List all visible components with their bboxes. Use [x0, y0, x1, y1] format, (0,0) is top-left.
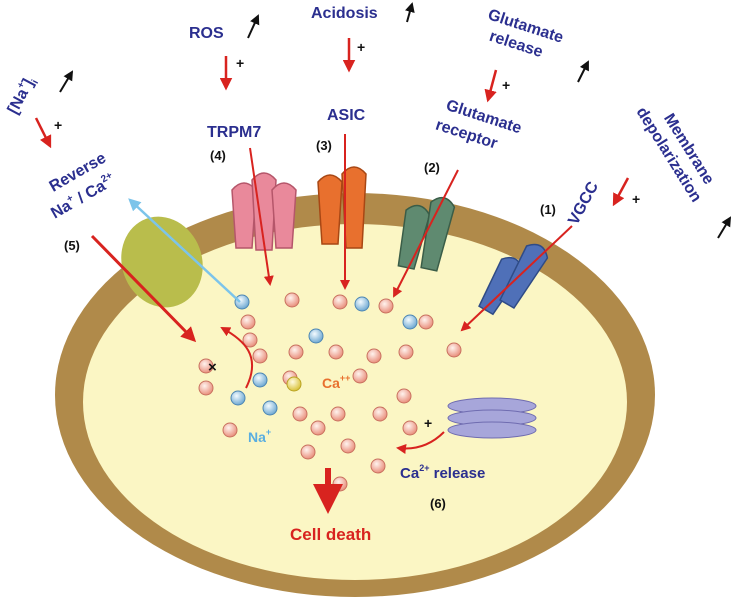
- exchange-curved-arrow: [220, 327, 254, 389]
- svg-text:VGCC: VGCC: [565, 179, 602, 228]
- membrane-down-arrow-icon: [612, 177, 630, 207]
- calcium-ion: [370, 458, 386, 474]
- reverse-exchanger-label: Reverse Na+ / Ca2+: [47, 150, 115, 223]
- ca-release-label: Ca2+ release: [400, 463, 485, 482]
- sodium-ion-label: Na+: [248, 427, 271, 445]
- calcium-ion: [352, 368, 368, 384]
- sodium-ion: [402, 314, 418, 330]
- intracellular-sodium-label: [Na+]i: [3, 73, 41, 119]
- calcium-ion: [284, 292, 300, 308]
- calcium-ion: [332, 294, 348, 310]
- asic-label: ASIC: [327, 107, 366, 124]
- sodium-ion: [354, 296, 370, 312]
- sodium-ion: [252, 372, 268, 388]
- calcium-ion: [330, 406, 346, 422]
- calcium-ion: [292, 406, 308, 422]
- sodium-down-arrow-icon: [34, 117, 52, 149]
- calcium-ion: [332, 476, 348, 492]
- pathway-number-3: (3): [316, 138, 332, 153]
- calcium-ion: [328, 344, 344, 360]
- acidosis-up-arrow-icon: [405, 2, 415, 23]
- glutamate-release-up-arrow-icon: [577, 60, 589, 83]
- calcium-ion: [446, 342, 462, 358]
- glutamate-receptor-label: Glutamate receptor: [433, 97, 523, 153]
- exchange-times-sign: ×: [208, 359, 217, 376]
- membrane-depolarization-label: Membrane depolarization: [633, 104, 717, 205]
- reverse-exchanger-influx-arrow: [90, 234, 197, 343]
- calcium-ion: [366, 348, 382, 364]
- ca-release-arrow: [396, 431, 445, 454]
- ros-plus-sign: +: [236, 55, 244, 71]
- vgcc-label: VGCC: [565, 179, 602, 228]
- membrane-up-arrow-icon: [717, 216, 732, 239]
- calcium-ion: [378, 298, 394, 314]
- ros-label: ROS: [189, 25, 224, 42]
- membrane-plus-sign: +: [632, 191, 640, 207]
- trpm7-influx-arrow: [249, 147, 274, 286]
- acidosis-label: Acidosis: [311, 5, 378, 22]
- endoplasmic-reticulum-stack: [447, 397, 537, 439]
- sodium-up-arrow-icon: [59, 70, 74, 93]
- sodium-ion: [230, 390, 246, 406]
- pathway-number-6: (6): [430, 496, 446, 511]
- pathway-number-5: (5): [64, 238, 80, 253]
- sodium-ion: [308, 328, 324, 344]
- calcium-ion: [396, 388, 412, 404]
- vgcc-influx-arrow: [460, 225, 573, 332]
- trpm7-label: TRPM7: [207, 124, 261, 141]
- pathway-number-4: (4): [210, 148, 226, 163]
- calcium-ion: [398, 344, 414, 360]
- sodium-ion: [234, 294, 250, 310]
- sodium-ion: [262, 400, 278, 416]
- cell-death-label: Cell death: [290, 525, 371, 544]
- ion: [286, 376, 302, 392]
- sodium-efflux-arrow: [128, 198, 241, 303]
- calcium-ion: [242, 332, 258, 348]
- acidosis-plus-sign: +: [357, 39, 365, 55]
- ca-release-plus-sign: +: [424, 415, 432, 431]
- ros-up-arrow-icon: [247, 14, 260, 39]
- calcium-ion: [340, 438, 356, 454]
- trpm7-channel: [231, 172, 297, 251]
- calcium-ion: [288, 344, 304, 360]
- calcium-ion: [240, 314, 256, 330]
- calcium-ion-label: Ca++: [322, 373, 350, 391]
- calcium-ion: [198, 358, 214, 374]
- glutamate-receptor-influx-arrow: [393, 169, 459, 298]
- calcium-ion: [222, 422, 238, 438]
- calcium-ion: [252, 348, 268, 364]
- calcium-ion: [418, 314, 434, 330]
- calcium-ion: [198, 380, 214, 396]
- svg-text:[Na+]i: [Na+]i: [3, 73, 41, 119]
- pathway-number-2: (2): [424, 160, 440, 175]
- calcium-ion: [402, 420, 418, 436]
- calcium-ion: [310, 420, 326, 436]
- calcium-ion: [372, 406, 388, 422]
- sodium-plus-sign: +: [54, 117, 62, 133]
- glutamate-release-down-arrow-icon: [484, 69, 498, 103]
- glutamate-receptor-channel: [397, 196, 456, 272]
- glutamate-release-plus-sign: +: [502, 77, 510, 93]
- pathway-number-1: (1): [540, 202, 556, 217]
- glutamate-release-label: Glutamate release: [486, 6, 566, 61]
- calcium-ion: [300, 444, 316, 460]
